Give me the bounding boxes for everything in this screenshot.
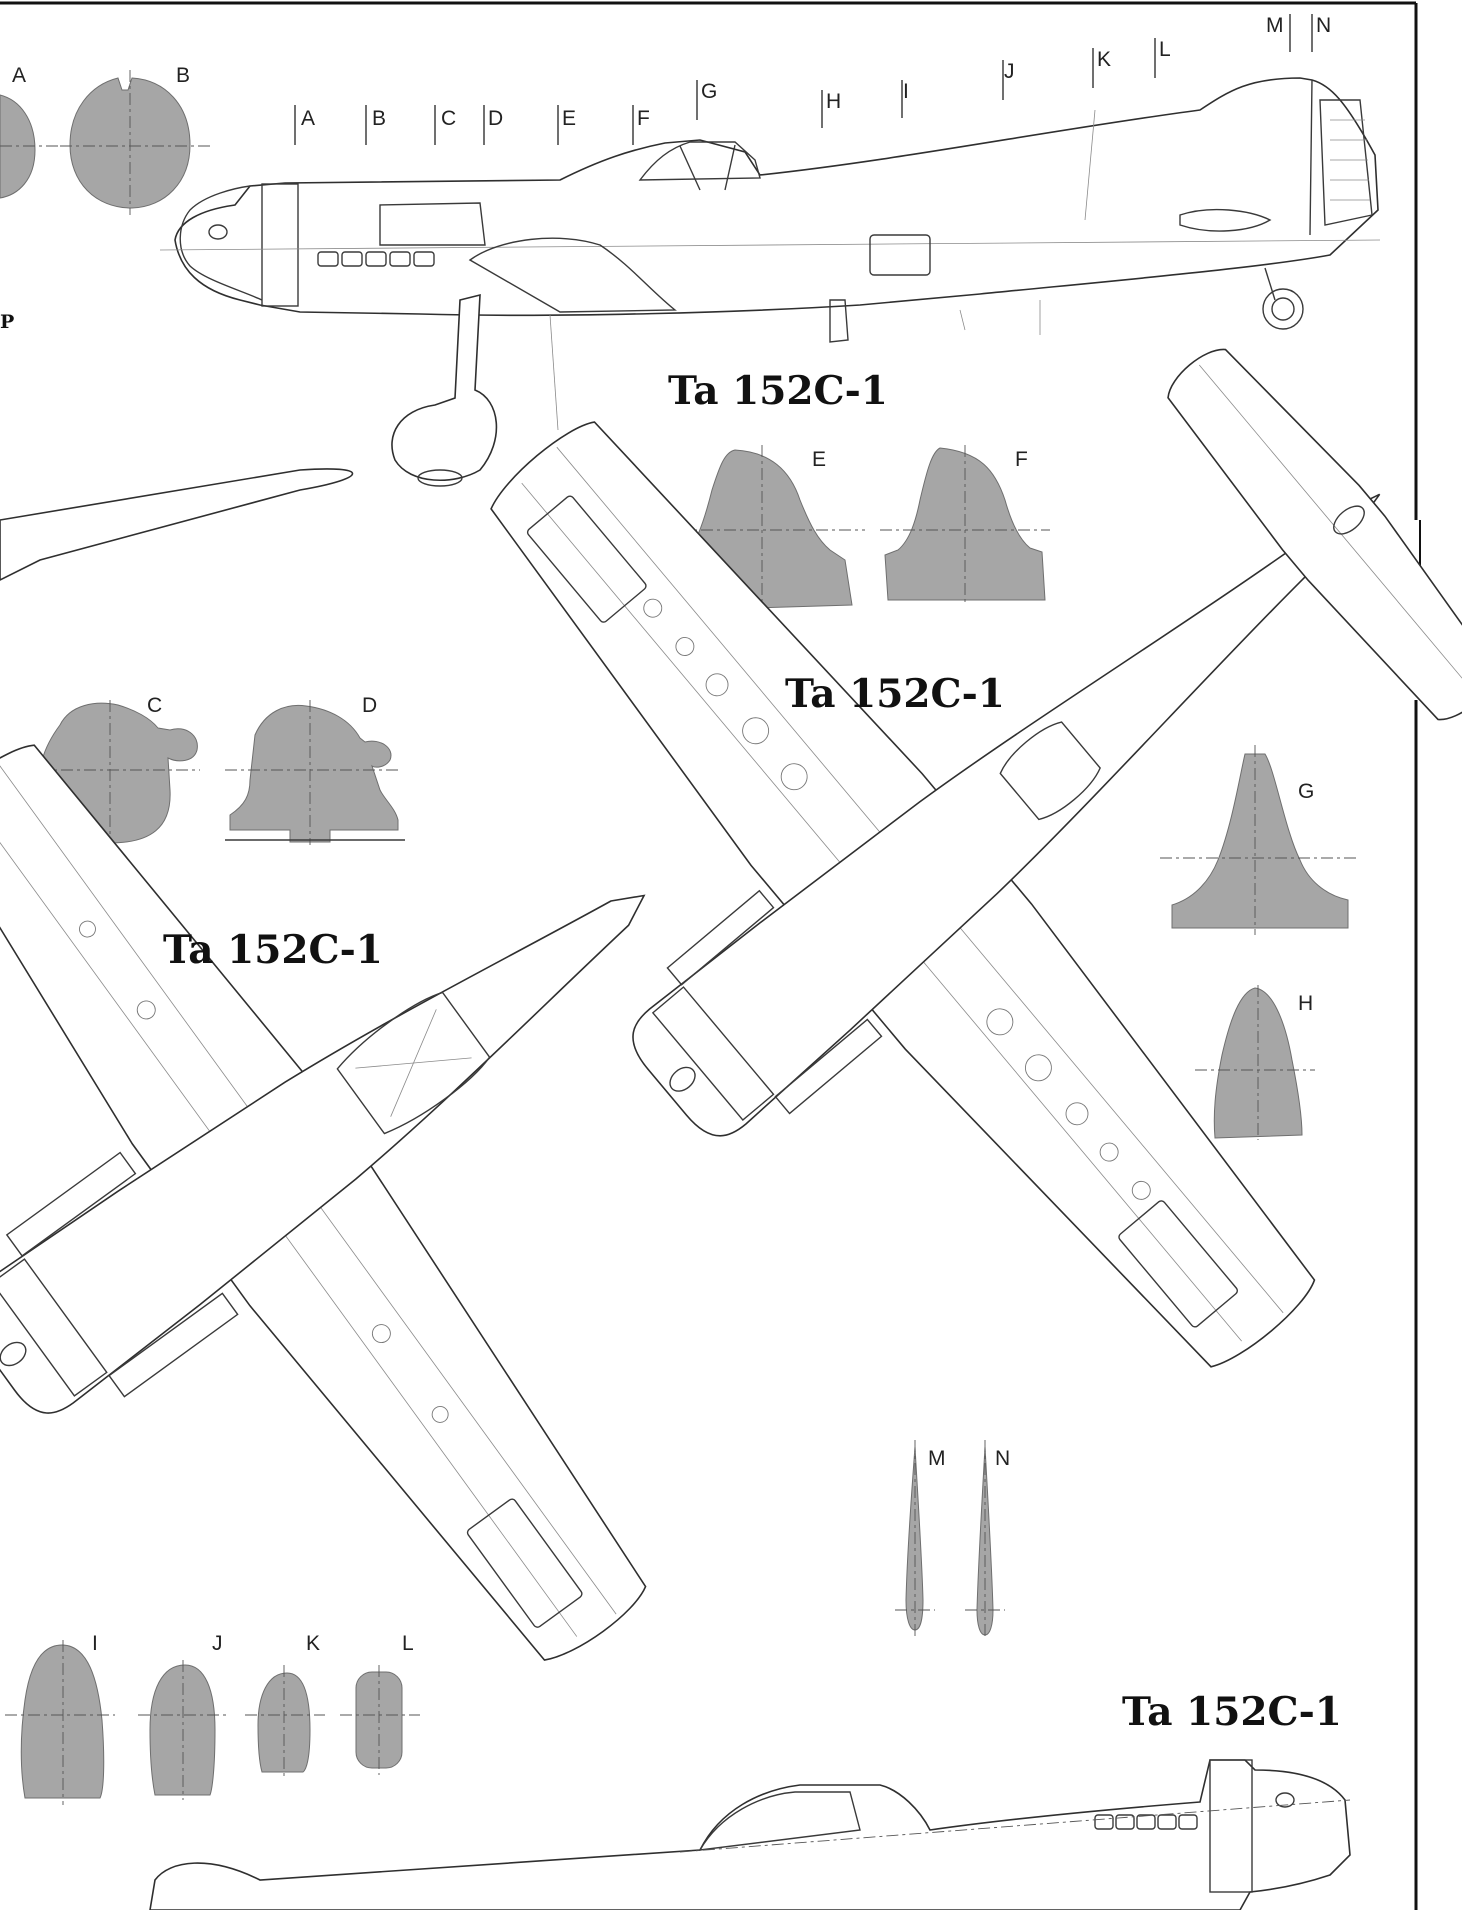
left-wing-fragment <box>0 468 353 581</box>
station-label-l: L <box>1159 38 1171 61</box>
section-h <box>1195 985 1315 1140</box>
side-spinner <box>179 185 263 301</box>
station-label-i: I <box>903 80 909 103</box>
section-j <box>138 1660 228 1800</box>
title-top-view: Ta 152C-1 <box>785 671 1005 717</box>
section-label-k: K <box>306 1632 320 1655</box>
section-d <box>225 700 405 845</box>
section-label-a: A <box>12 64 26 87</box>
station-label-d: D <box>488 107 503 130</box>
section-a <box>0 94 60 199</box>
side-canopy <box>638 141 761 181</box>
section-m <box>895 1440 935 1640</box>
station-label-a: A <box>301 107 315 130</box>
section-i <box>5 1640 115 1805</box>
station-label-f: F <box>637 107 650 130</box>
edge-fragment-label: P <box>0 311 14 333</box>
section-label-h: H <box>1298 992 1313 1015</box>
station-label-b: B <box>372 107 386 130</box>
station-label-c: C <box>441 107 456 130</box>
title-bottom-view: Ta 152C-1 <box>163 927 383 973</box>
section-label-n: N <box>995 1447 1010 1470</box>
station-label-m: M <box>1266 14 1284 37</box>
section-label-d: D <box>362 694 377 717</box>
section-n <box>965 1440 1005 1640</box>
bottom-exhaust-stubs <box>1094 1814 1198 1830</box>
section-label-j: J <box>212 1632 223 1655</box>
top-tailplane <box>1167 348 1462 721</box>
section-k <box>245 1665 325 1780</box>
side-view-top: A B C D E F G H I J K L M N <box>159 14 1381 487</box>
title-side-view-bottom: Ta 152C-1 <box>1122 1689 1342 1735</box>
side-wing-root <box>468 237 677 313</box>
side-view-bottom <box>149 1759 1351 1910</box>
section-label-g: G <box>1298 780 1314 803</box>
bottom-fuselage <box>0 894 646 1414</box>
section-label-f: F <box>1015 448 1028 471</box>
section-label-c: C <box>147 694 162 717</box>
station-label-e: E <box>562 107 576 130</box>
section-label-m: M <box>928 1447 946 1470</box>
title-side-view-top: Ta 152C-1 <box>668 368 888 414</box>
section-l <box>340 1665 420 1775</box>
station-label-j: J <box>1004 60 1015 83</box>
section-label-l: L <box>402 1632 414 1655</box>
station-label-g: G <box>701 80 717 103</box>
section-f <box>880 445 1050 605</box>
station-ticks <box>294 14 1313 145</box>
top-view-center <box>490 348 1462 1368</box>
station-label-k: K <box>1097 48 1111 71</box>
section-b <box>60 70 210 215</box>
station-label-h: H <box>826 90 841 113</box>
bottom-side-fuselage <box>149 1759 1351 1910</box>
bottom-view-left <box>0 744 647 1661</box>
exhaust-stubs <box>317 251 435 267</box>
side-rudder <box>1309 79 1373 236</box>
section-label-e: E <box>812 448 826 471</box>
side-fuselage-outline <box>174 77 1379 317</box>
section-label-i: I <box>92 1632 98 1655</box>
station-label-n: N <box>1316 14 1331 37</box>
side-main-gear <box>391 293 498 482</box>
section-g <box>1160 745 1360 935</box>
section-label-b: B <box>176 64 190 87</box>
side-tail-wheel <box>1262 267 1304 330</box>
